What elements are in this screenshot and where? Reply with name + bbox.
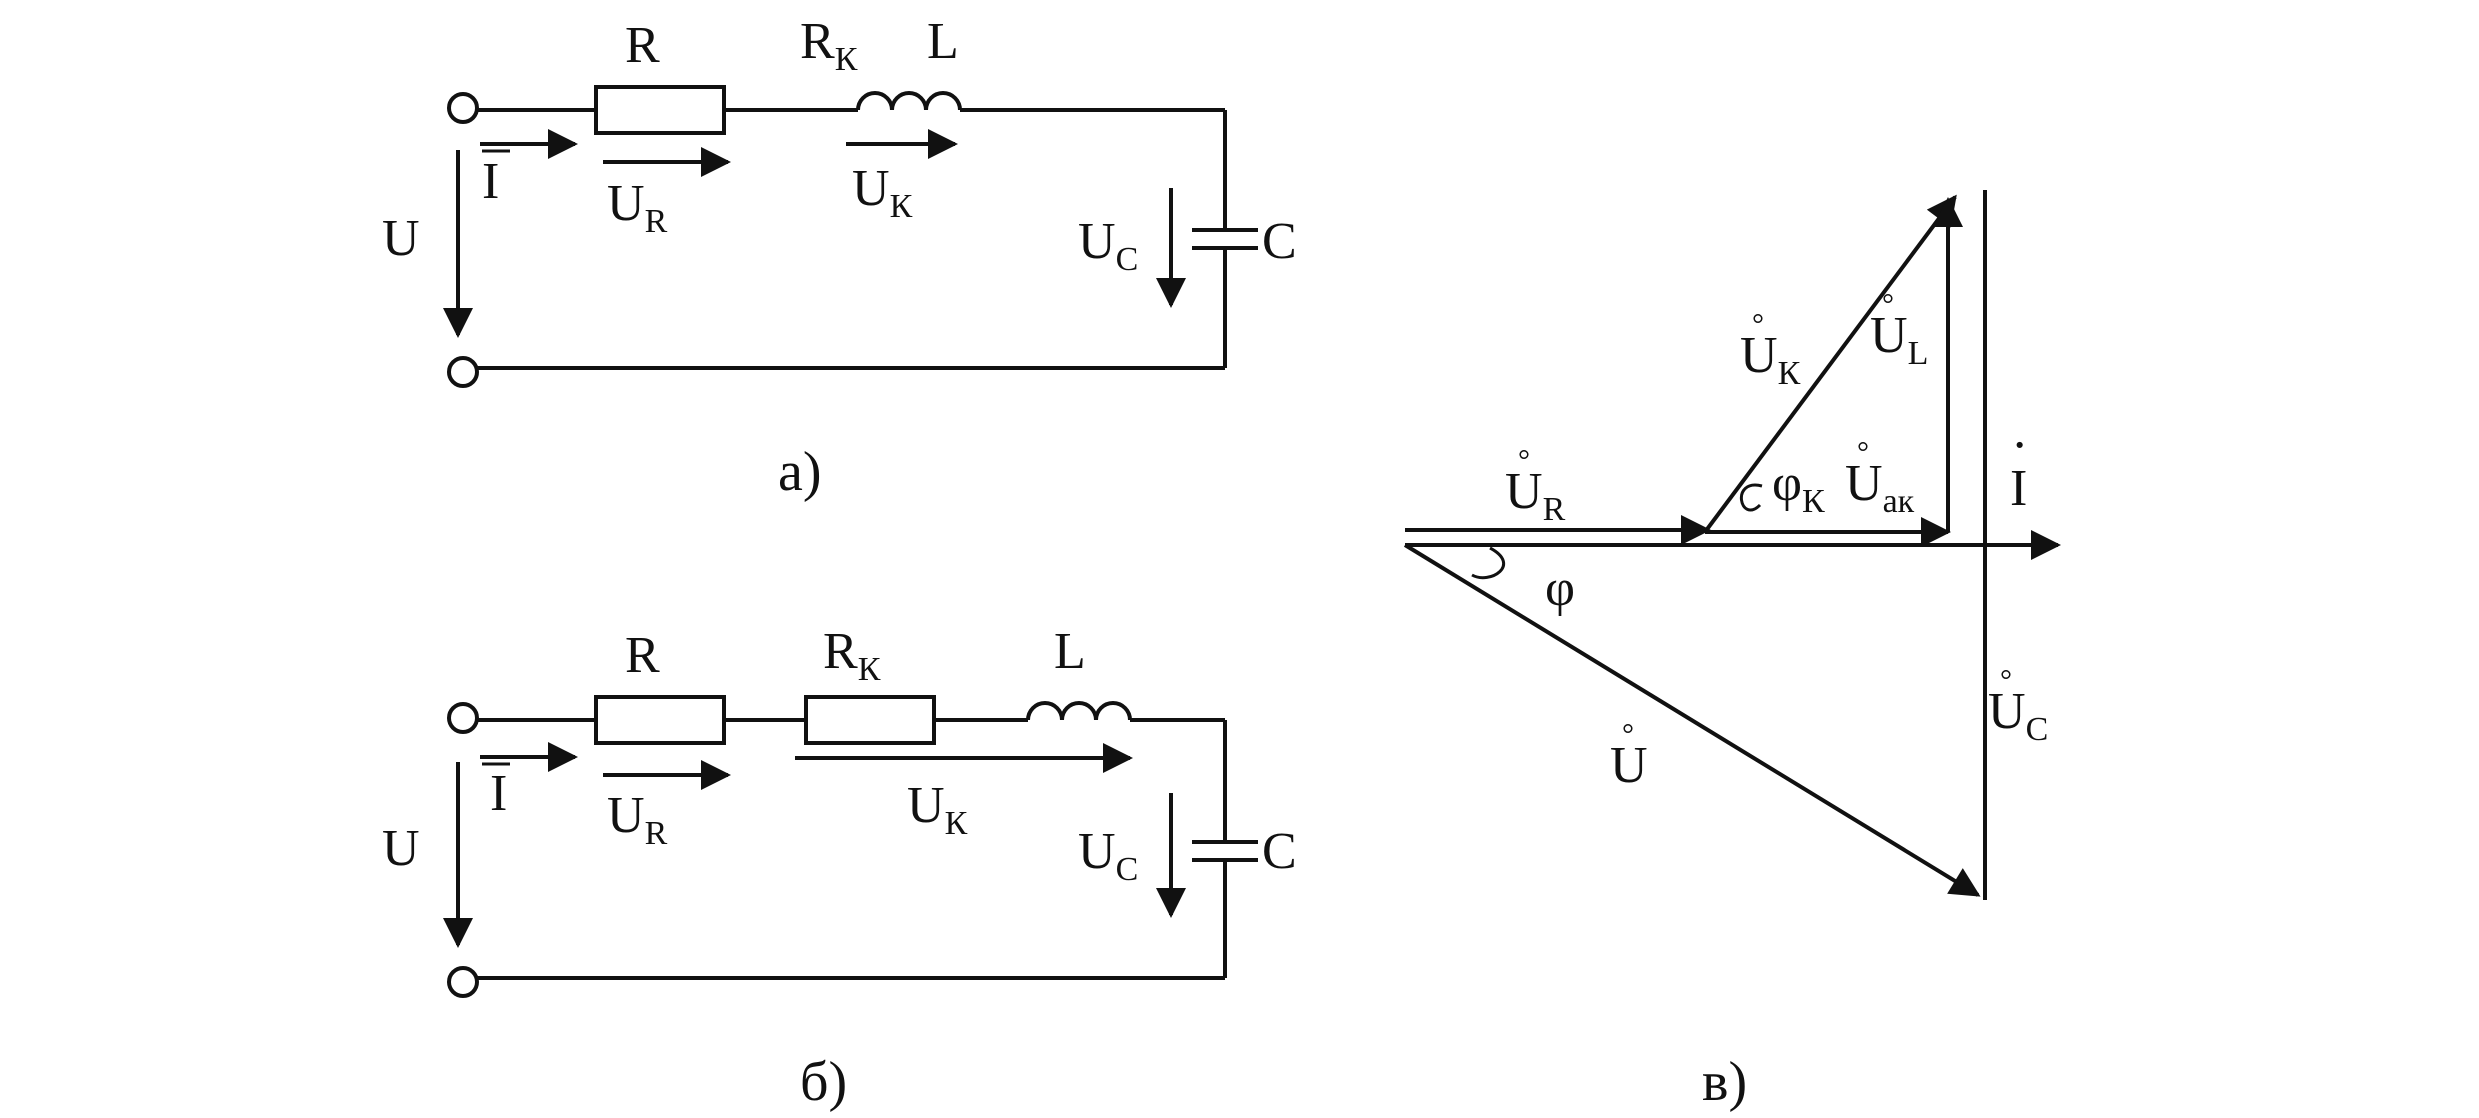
label-rk-b: RК [823,623,881,688]
caption-a: а) [778,441,822,503]
label-r-a: R [625,17,660,74]
label-ur-b: UR [607,787,668,852]
ring-ur: ° [1518,444,1530,477]
phasor-uk [1703,194,1957,534]
ring-u: ° [1622,718,1634,751]
circuit-a [443,85,1258,388]
label-u-phasor: U [1610,737,1648,794]
angle-phi-arc [1471,546,1506,580]
label-uk-phasor: UК [1740,327,1801,392]
label-uc-phasor: UC [1988,683,2048,748]
inductor-a [856,91,962,111]
label-l-a: L [927,13,959,70]
label-uak-phasor: Uак [1845,455,1915,520]
terminal-bottom-a [447,356,479,388]
label-uc-a: UC [1078,213,1138,278]
dot-i: · [2011,417,2028,474]
circuit-b [443,695,1258,998]
circuit-a-labels: R RК L U I UR UК UC C а) [382,13,1297,503]
caption-b: б) [800,1051,847,1113]
label-i-phasor: I [2010,460,2027,517]
label-i-b: I [490,765,507,822]
caption-v: в) [1702,1051,1747,1113]
terminal-top-a [447,92,479,124]
label-c-a: C [1262,213,1297,270]
label-ul-phasor: UL [1870,307,1928,372]
circuit-b-labels: R RК L U I UR UК UC C б) [382,623,1297,1113]
label-u-a: U [382,210,420,267]
phasor-diagram [1403,190,2061,900]
label-phi: φ [1545,560,1575,617]
label-uc-b: UC [1078,823,1138,888]
label-ur-phasor: UR [1505,463,1566,528]
resistor-r-a [594,85,726,135]
label-uk-b: UК [907,777,968,842]
label-ur-a: UR [607,175,668,240]
resistor-r-b [594,695,726,745]
ring-uk: ° [1752,308,1764,341]
ring-ul: ° [1882,288,1894,321]
terminal-top-b [447,702,479,734]
inductor-b [1026,701,1132,721]
label-c-b: C [1262,823,1297,880]
terminal-bottom-b [447,966,479,998]
label-uk-a: UК [852,160,913,225]
label-l-b: L [1054,623,1086,680]
label-i-a: I [482,153,499,210]
angle-phik-arc [1739,483,1763,512]
label-phik: φК [1772,455,1825,520]
label-r-b: R [625,627,660,684]
resistor-rk-b [804,695,936,745]
ring-uak: ° [1857,436,1869,469]
phasor-labels: UR ° UК ° UL ° φК Uак ° I · UC ° U ° φ в… [1505,288,2048,1113]
label-rk-a: RК [800,13,858,78]
label-u-b: U [382,820,420,877]
ring-uc: ° [2000,664,2012,697]
phasor-u [1403,543,1981,897]
